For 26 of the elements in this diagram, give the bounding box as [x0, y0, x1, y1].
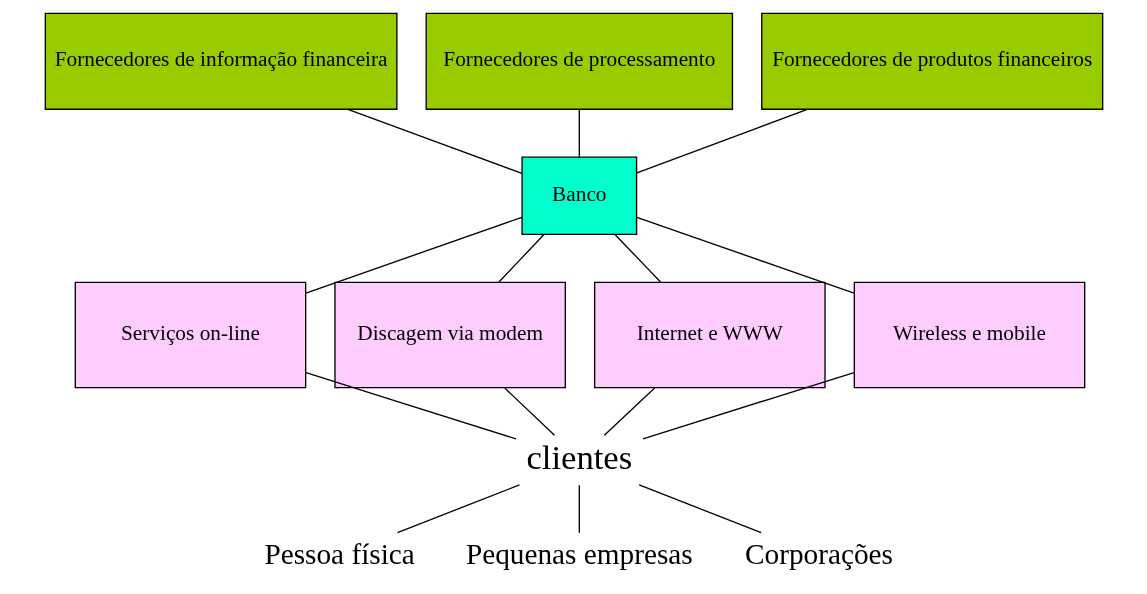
- connector: [635, 216, 855, 294]
- connector: [497, 233, 545, 283]
- connector: [635, 108, 808, 174]
- connector: [613, 233, 661, 283]
- connector: [503, 387, 555, 436]
- node-box: Internet e WWW: [593, 281, 826, 389]
- connector: [603, 387, 656, 436]
- node-box: Fornecedores de processamento: [425, 12, 733, 110]
- connector: [578, 484, 580, 534]
- node-box: Discagem via modem: [333, 281, 566, 389]
- node-box: Fornecedores de produtos financeiros: [760, 12, 1103, 110]
- connector: [304, 216, 523, 294]
- node-text: Pequenas empresas: [465, 538, 693, 571]
- node-box: Fornecedores de informação financeira: [44, 12, 398, 110]
- node-text: Pessoa física: [263, 538, 415, 571]
- node-text: Corporações: [744, 538, 893, 571]
- connector: [346, 108, 522, 174]
- connector: [641, 371, 855, 440]
- node-box: Serviços on-line: [74, 281, 306, 389]
- node-box: Banco: [520, 156, 637, 236]
- node-text: clientes: [525, 437, 632, 476]
- connector: [396, 484, 520, 534]
- connector: [578, 108, 580, 158]
- connector: [304, 372, 517, 440]
- node-box: Wireless e mobile: [853, 281, 1085, 389]
- connector: [638, 484, 762, 534]
